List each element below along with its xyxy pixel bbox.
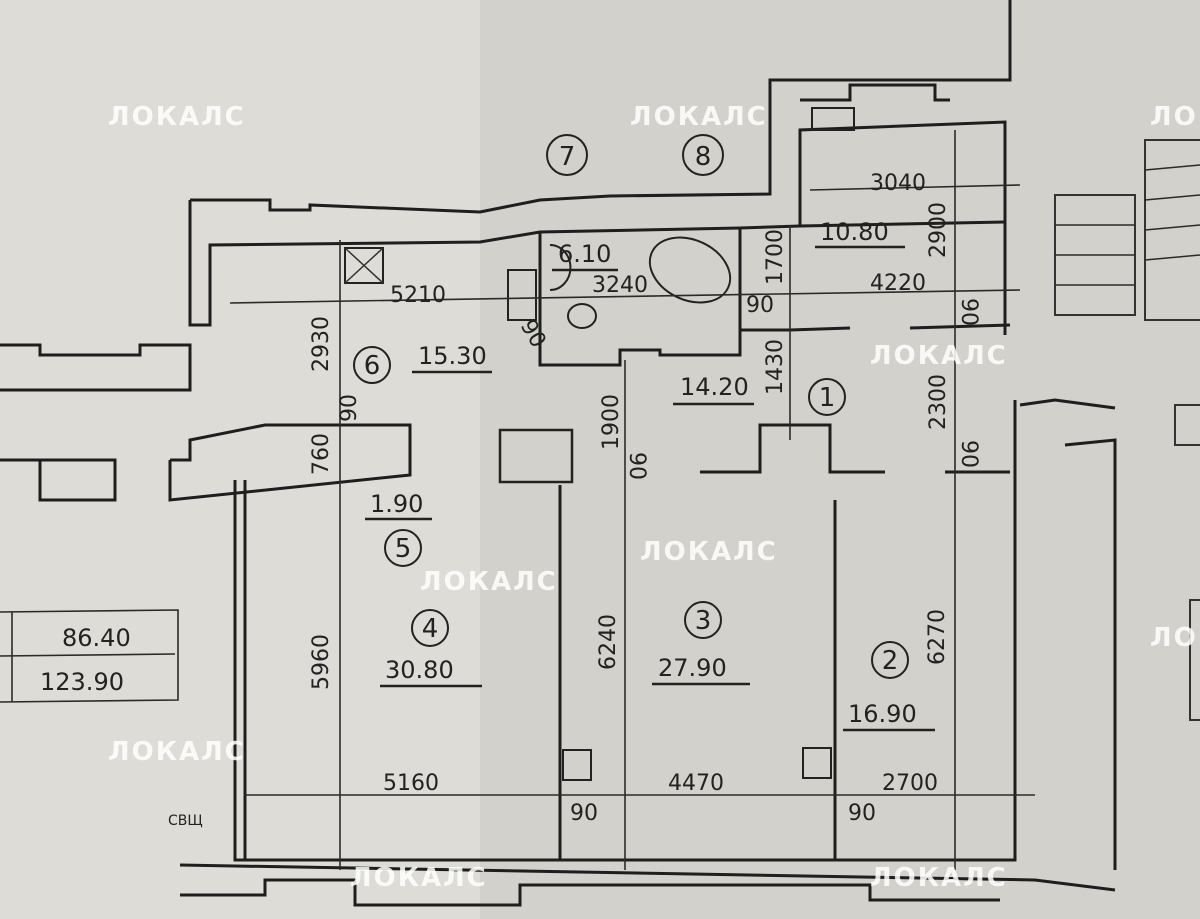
paper-right xyxy=(480,0,1200,919)
dimension-label: 90 xyxy=(624,452,649,480)
room-number: 6 xyxy=(364,351,381,381)
dimension-label: 90 xyxy=(570,801,598,826)
room-number: 8 xyxy=(695,142,712,172)
dimension-label: 6240 xyxy=(596,614,621,670)
room-number: 1 xyxy=(819,383,836,413)
room-1: 1 14.20 xyxy=(673,373,846,416)
area-totals-table: 86.40 123.90 xyxy=(0,609,179,703)
watermark: ЛОКАЛС xyxy=(350,863,488,893)
room-4: 4 30.80 xyxy=(380,609,482,688)
room-8: 8 10.80 xyxy=(682,134,905,249)
dimension-label: 2930 xyxy=(309,316,334,372)
watermark: ЛОКАЛС xyxy=(108,102,246,132)
dimension-label: 760 xyxy=(309,433,334,475)
room-area: 6.10 xyxy=(558,240,611,268)
living-area-total: 86.40 xyxy=(62,624,131,652)
watermarks: ЛОКАЛС ЛОКАЛС ЛОКАЛС ЛОКАЛС ЛОКАЛС ЛОКАЛ… xyxy=(108,102,1200,893)
dimension-label: 1430 xyxy=(763,339,788,395)
dimension-label: 4470 xyxy=(668,771,724,796)
room-number: 7 xyxy=(559,142,576,172)
dimension-labels: 5210 2930 90 760 3240 90 90 1700 1900 90… xyxy=(168,171,981,829)
room-area: 16.90 xyxy=(848,700,917,728)
dimension-label: 4220 xyxy=(870,271,926,296)
dimension-label: 5160 xyxy=(383,771,439,796)
dimension-label: 5960 xyxy=(309,634,334,690)
room-area: 30.80 xyxy=(385,656,454,684)
dimension-label: 2700 xyxy=(882,771,938,796)
watermark: ЛОКАЛС xyxy=(420,567,558,597)
dimension-label: 6270 xyxy=(925,609,950,665)
dimension-label: 90 xyxy=(956,440,981,468)
watermark: ЛОКАЛС xyxy=(1150,623,1200,653)
dimension-label: 5210 xyxy=(390,283,446,308)
room-2: 2 16.90 xyxy=(843,641,935,732)
dimension-label: 2300 xyxy=(926,374,951,430)
watermark: ЛОКАЛС xyxy=(870,341,1008,371)
watermark: ЛОКАЛС xyxy=(630,102,768,132)
dimension-label: 2900 xyxy=(926,202,951,258)
watermark: ЛОКАЛС xyxy=(640,537,778,567)
room-7: 7 6.10 xyxy=(546,134,618,272)
watermark: ЛОКАЛС xyxy=(870,863,1008,893)
room-labels: 7 6.10 8 10.80 1 14.20 6 15.30 5 1.90 xyxy=(353,134,935,732)
dimension-label: 3240 xyxy=(592,273,648,298)
room-area: 1.90 xyxy=(370,490,423,518)
dimension-label: 90 xyxy=(337,394,362,422)
room-area: 10.80 xyxy=(820,218,889,246)
room-number: 5 xyxy=(395,534,412,564)
room-area: 14.20 xyxy=(680,373,749,401)
watermark: ЛОКАЛС xyxy=(108,737,246,767)
room-area: 15.30 xyxy=(418,342,487,370)
dimension-label: 1900 xyxy=(599,394,624,450)
room-3: 3 27.90 xyxy=(652,601,750,686)
room-number: 4 xyxy=(422,614,439,644)
dimension-label: 90 xyxy=(848,801,876,826)
dimension-lines xyxy=(229,130,1035,870)
room-number: 3 xyxy=(695,606,712,636)
dimension-label: 1700 xyxy=(763,229,788,285)
room-area: 27.90 xyxy=(658,654,727,682)
room-number: 2 xyxy=(882,646,899,676)
total-area: 123.90 xyxy=(40,668,124,696)
watermark: ЛОКАЛС xyxy=(1150,102,1200,132)
dimension-label: 90 xyxy=(746,293,774,318)
room-6: 6 15.30 xyxy=(353,342,492,384)
svshch-marker: СВЩ xyxy=(168,813,203,829)
room-5: 5 1.90 xyxy=(365,490,432,567)
dimension-label: 90 xyxy=(956,298,981,326)
dimension-label: 3040 xyxy=(870,171,926,196)
